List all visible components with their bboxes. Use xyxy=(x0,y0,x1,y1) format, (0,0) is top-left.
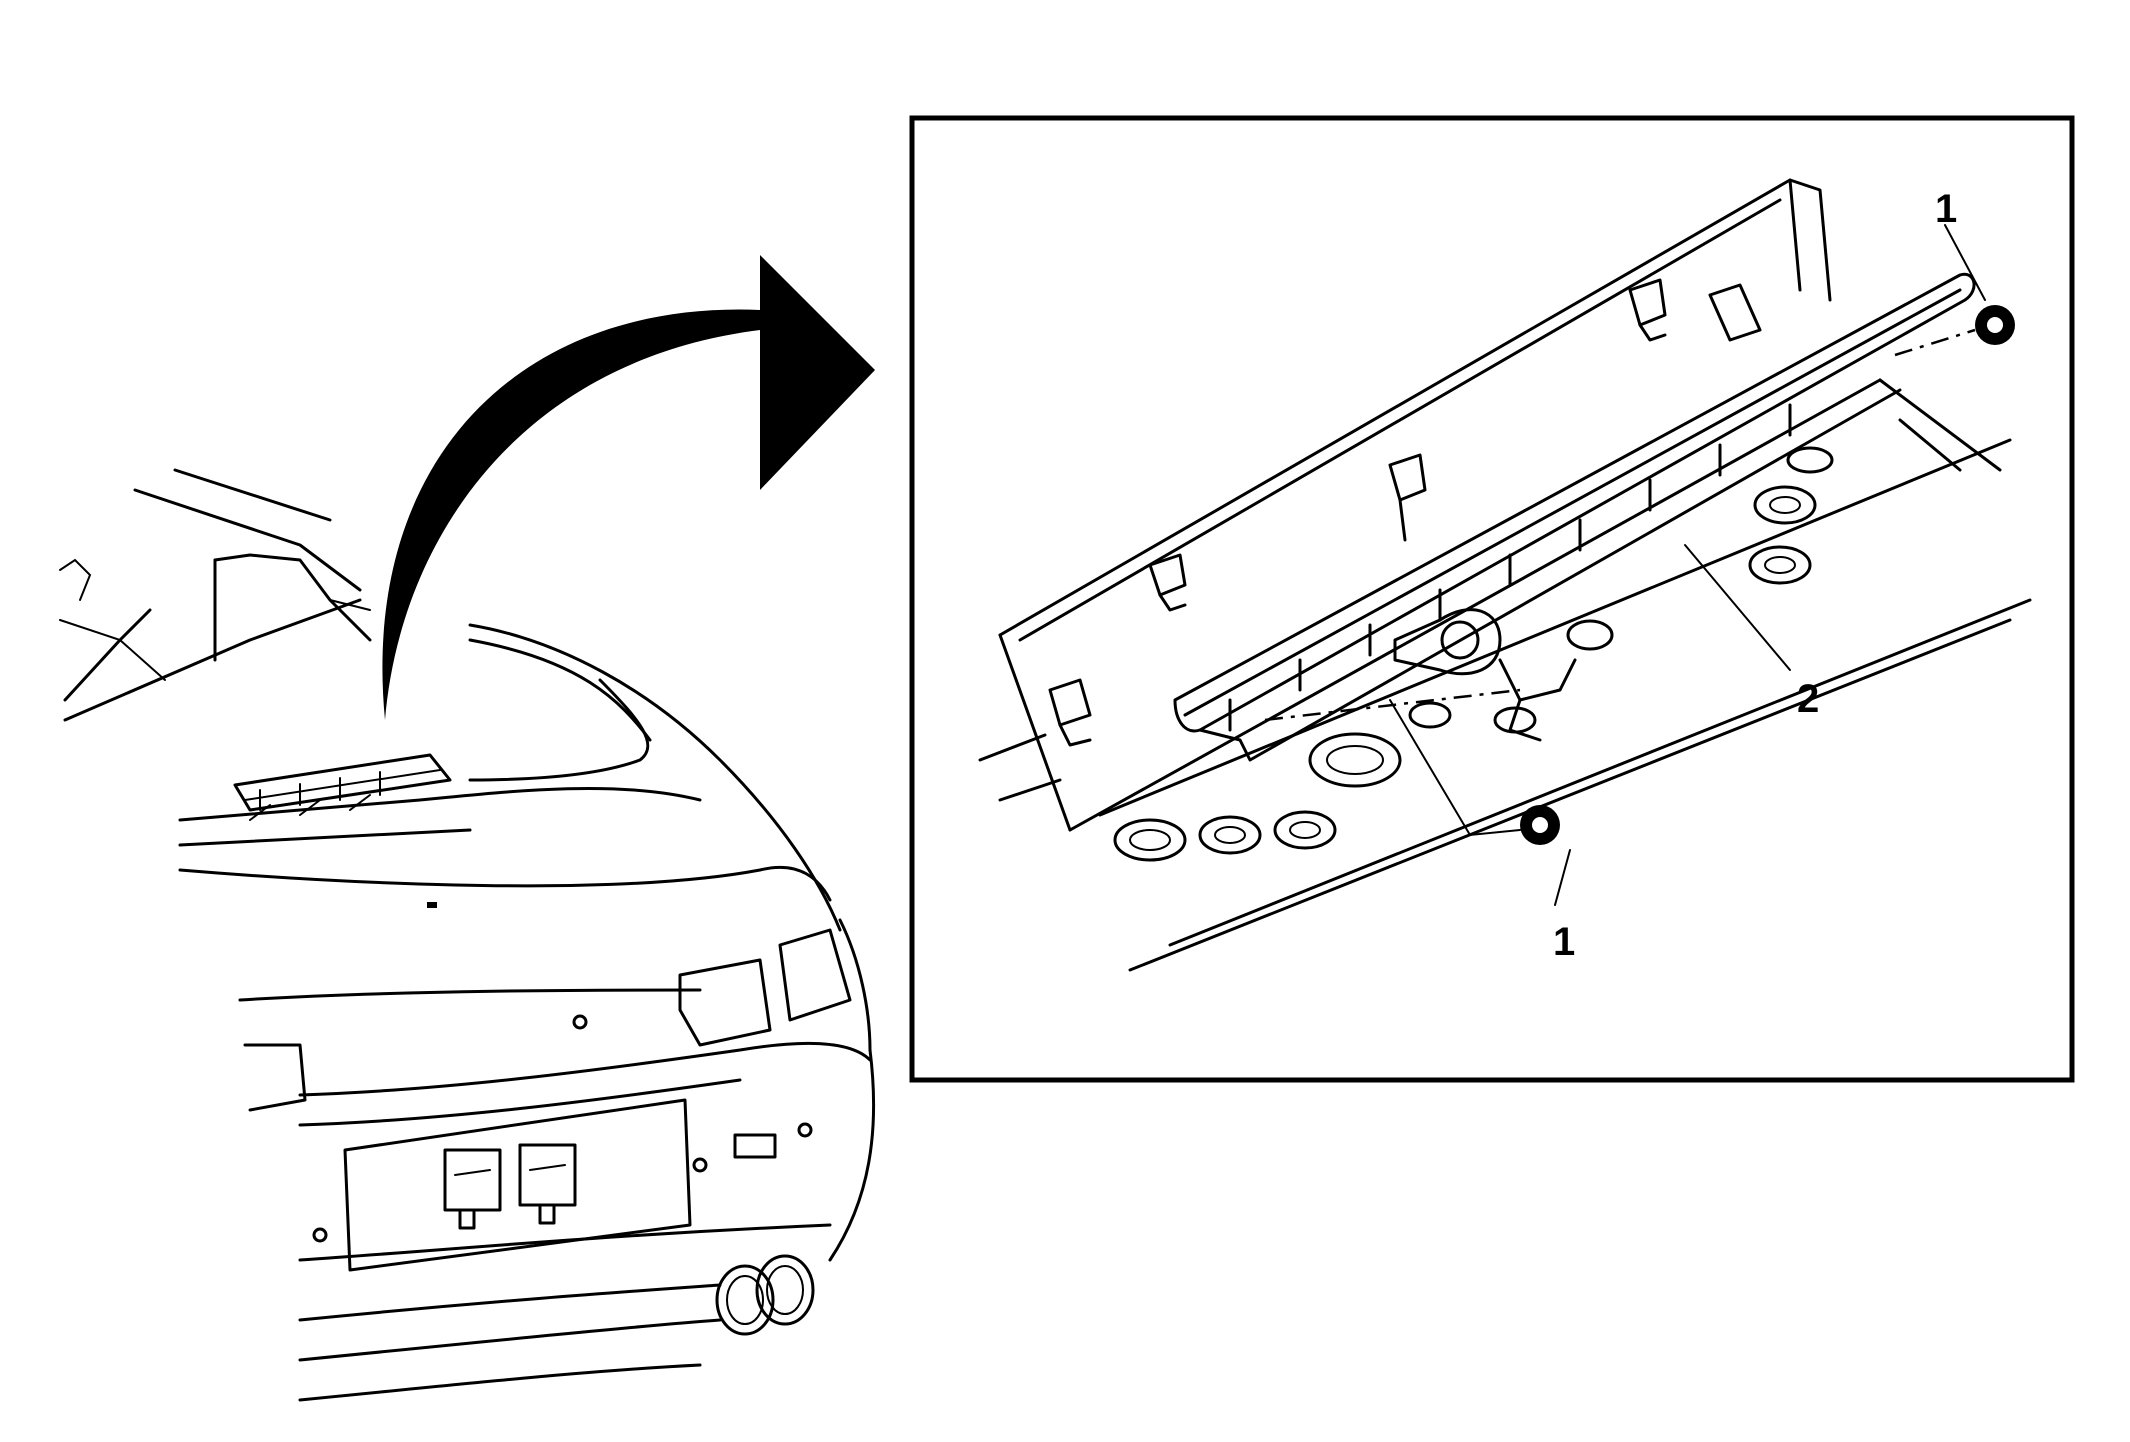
rear-window-interior xyxy=(59,468,372,722)
brake-lamp-assembly xyxy=(1173,272,1976,762)
license-plate-pocket xyxy=(343,1098,777,1272)
callout-1-upper: 1 xyxy=(1935,187,1957,231)
latch-area xyxy=(1393,608,1577,742)
rear-fascia xyxy=(298,1014,876,1402)
deck-lid-panel xyxy=(978,178,2032,972)
exhaust-tips xyxy=(715,1254,815,1336)
callout-2: 2 xyxy=(1797,677,1819,721)
deck-lid xyxy=(178,623,842,1002)
retainer-clips xyxy=(1048,278,1762,747)
fastener-nuts xyxy=(1520,305,2015,845)
tail-lamp-left xyxy=(243,1043,307,1112)
leader-lines xyxy=(1554,224,1986,906)
tail-lamp-right xyxy=(678,918,872,1052)
drain-holes xyxy=(1113,446,1834,862)
detail-frame xyxy=(909,115,2075,1083)
vehicle-rear-view xyxy=(59,468,876,1402)
zoom-arrow xyxy=(382,255,875,720)
detail-view: 1 1 2 xyxy=(909,115,2075,1083)
callout-1-lower: 1 xyxy=(1553,920,1575,964)
install-lines xyxy=(1264,328,1976,837)
brake-lamp-location xyxy=(233,753,452,821)
